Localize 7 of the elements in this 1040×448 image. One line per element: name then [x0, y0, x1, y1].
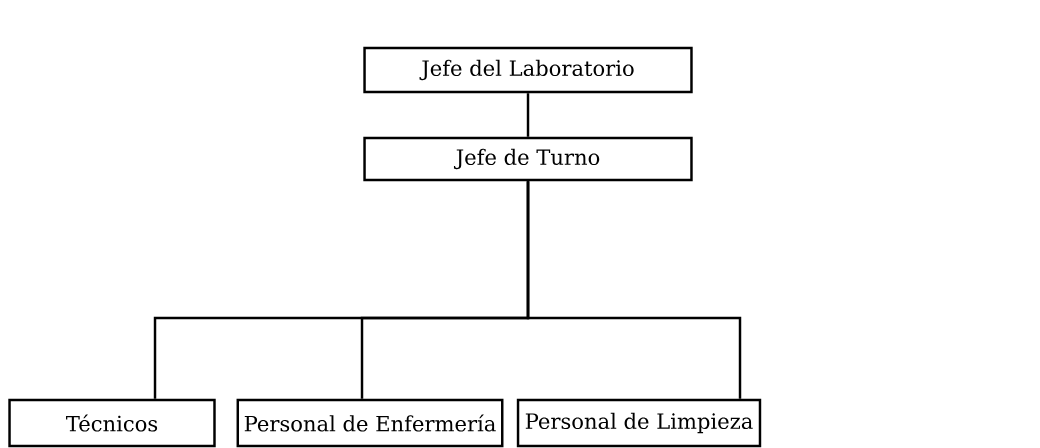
org-box: Jefe del Laboratorio	[363, 46, 693, 94]
connector-line	[526, 93, 530, 137]
connector-line	[526, 181, 742, 399]
org-box: Personal de Enfermería	[236, 398, 504, 448]
org-box: Personal de Limpieza	[516, 398, 762, 448]
org-box: Jefe de Turno	[363, 136, 693, 182]
org-box: Técnicos	[8, 398, 216, 448]
